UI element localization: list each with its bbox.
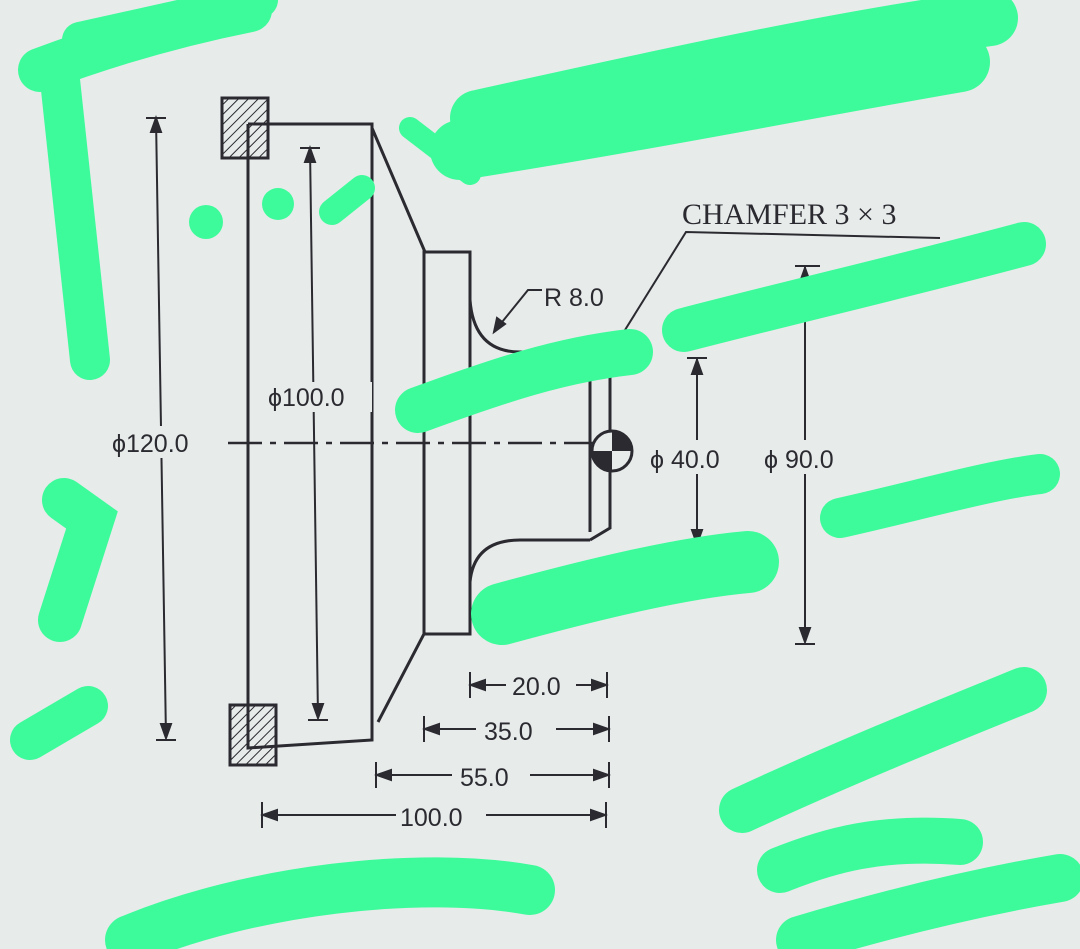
redaction-stroke xyxy=(471,531,779,645)
dim-40-label: ϕ 40.0 xyxy=(650,446,720,474)
length-dimensions xyxy=(260,672,611,828)
redaction-stroke xyxy=(395,329,653,433)
redaction-stroke xyxy=(10,686,108,760)
dim-120-label: ϕ120.0 xyxy=(112,430,189,458)
redaction-stroke xyxy=(40,60,110,380)
part-outline xyxy=(246,122,612,750)
chuck-jaw-top xyxy=(220,96,270,160)
redaction-stroke xyxy=(105,857,555,949)
radius-leader xyxy=(492,289,542,335)
redaction-stroke xyxy=(450,0,1018,146)
highlighter-redactions xyxy=(10,0,1080,949)
redaction-stroke xyxy=(757,817,983,893)
redaction-stroke xyxy=(662,222,1046,352)
flange-body xyxy=(246,122,374,750)
len-20-label: 20.0 xyxy=(512,673,561,701)
shaft-bottom-fillet xyxy=(468,538,590,583)
redaction-stroke xyxy=(820,454,1060,538)
chamfer-note: CHAMFER 3 × 3 xyxy=(682,198,896,231)
redaction-stroke xyxy=(430,32,990,180)
redaction-stroke xyxy=(319,175,375,225)
dim-90-bg xyxy=(760,440,856,474)
len-35-label: 35.0 xyxy=(484,718,533,746)
dim-120-bg xyxy=(108,426,208,458)
redaction-dot xyxy=(262,188,294,220)
redaction-stroke xyxy=(62,0,278,58)
redaction-stroke xyxy=(399,117,481,185)
len-55-label: 55.0 xyxy=(460,764,509,792)
dim-40-bg xyxy=(646,440,746,474)
radius-label: R 8.0 xyxy=(544,284,604,312)
redaction-stroke xyxy=(776,854,1080,949)
dim-100-bg xyxy=(266,382,372,412)
dim-100-label: ϕ100.0 xyxy=(268,384,345,412)
taper-top xyxy=(370,127,427,253)
chamfer-leader xyxy=(619,230,941,339)
len-100-label: 100.0 xyxy=(400,804,463,832)
taper-bottom xyxy=(376,631,427,723)
datum-symbol xyxy=(590,429,634,473)
redaction-dot xyxy=(189,205,223,239)
redaction-stroke xyxy=(719,667,1047,833)
dim-100 xyxy=(300,145,328,721)
chuck-jaw-bottom xyxy=(228,703,278,767)
redaction-stroke xyxy=(38,478,118,642)
dim-90-label: ϕ 90.0 xyxy=(764,446,834,474)
